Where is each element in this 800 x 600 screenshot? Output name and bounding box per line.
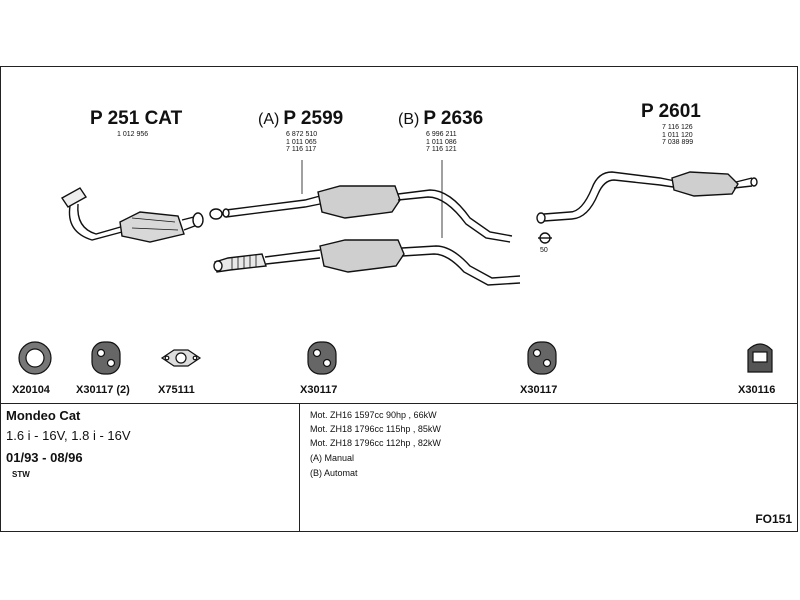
ring-gasket-icon — [18, 341, 52, 375]
component-code: X30116 — [738, 384, 776, 396]
side-clamp-number: 50 — [540, 247, 548, 254]
component-code: X30117 (2) — [76, 384, 130, 396]
part-rear-ref: 7 038 899 — [662, 139, 694, 146]
part-number-b-value: P 2636 — [423, 108, 484, 129]
diagram-frame — [0, 66, 798, 532]
component-code: X30117 — [520, 384, 558, 396]
catalyst-ref-1: 1 012 956 — [117, 131, 149, 138]
component-code: X20104 — [12, 384, 50, 396]
part-a-ref: 6 872 510 — [286, 131, 318, 138]
vehicle-dates: 01/93 - 08/96 — [6, 450, 83, 465]
vehicle-model: Mondeo Cat — [6, 408, 81, 423]
part-number-catalyst: P 251 CAT — [90, 108, 183, 129]
engine-note: (B) Automat — [310, 468, 358, 478]
rubber-hanger-icon — [527, 341, 557, 375]
part-b-ref: 7 116 121 — [426, 146, 457, 153]
flange-gasket-icon — [160, 349, 202, 367]
part-a-ref: 1 011 065 — [286, 138, 317, 146]
catalyst-assembly — [60, 187, 204, 243]
divider-horizontal — [1, 403, 797, 404]
rear-silencer — [536, 171, 758, 224]
engine-note: Mot. ZH16 1597cc 90hp , 66kW — [310, 410, 437, 420]
part-number-a-value: P 2599 — [283, 108, 344, 129]
part-a-ref: 7 116 117 — [286, 146, 317, 153]
part-b-ref: 1 011 086 — [426, 138, 457, 146]
part-rear-ref: 1 011 120 — [662, 131, 693, 139]
component-code: X75111 — [158, 384, 195, 396]
rubber-hanger-icon — [307, 341, 337, 375]
rubber-hanger-icon — [91, 341, 121, 375]
part-b-ref: 6 996 211 — [426, 131, 457, 138]
vehicle-body: STW — [12, 470, 30, 479]
engine-note: Mot. ZH18 1796cc 115hp , 85kW — [310, 424, 441, 434]
engine-note: Mot. ZH18 1796cc 112hp , 82kW — [310, 438, 441, 448]
rubber-mount-icon — [747, 343, 773, 373]
part-number-rear: P 2601 — [641, 101, 701, 122]
variant-a-label: (A) — [258, 111, 280, 128]
component-code: X30117 — [300, 384, 338, 396]
middle-silencer-a — [222, 185, 513, 243]
joint-gasket — [209, 208, 223, 220]
diagram-code: FO151 — [755, 512, 792, 526]
divider-vertical — [299, 403, 300, 531]
vehicle-engines: 1.6 i - 16V, 1.8 i - 16V — [6, 428, 131, 443]
middle-silencer-b — [213, 239, 521, 286]
engine-note: (A) Manual — [310, 453, 355, 463]
part-number-a: (A)P 2599 — [258, 108, 343, 130]
part-number-b: (B)P 2636 — [398, 108, 483, 130]
part-rear-ref: 7 116 126 — [662, 124, 693, 131]
variant-b-label: (B) — [398, 111, 420, 128]
side-clamp-icon — [538, 232, 552, 244]
